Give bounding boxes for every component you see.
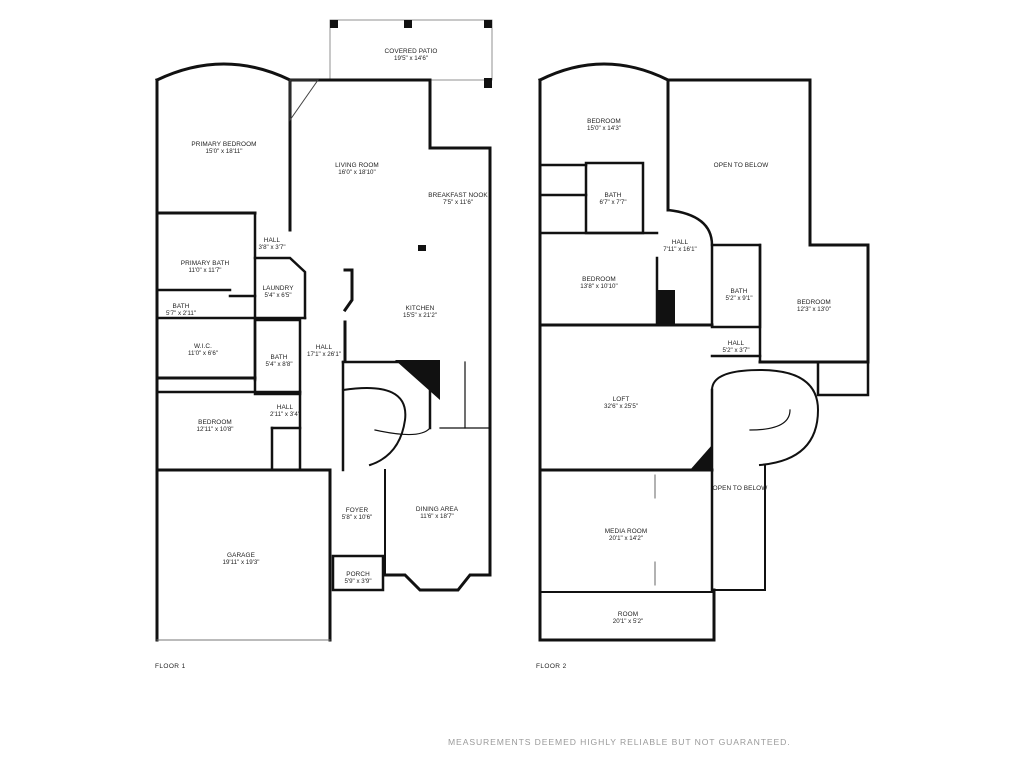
room-dims: 13'8" x 10'10": [580, 283, 618, 291]
room-name: COVERED PATIO: [384, 48, 438, 55]
room-name: KITCHEN: [405, 305, 435, 312]
room-bedroom: BEDROOM 12'11" x 10'8": [197, 419, 234, 433]
room-dims: 16'0" x 18'10": [338, 169, 376, 177]
room-dims: 11'0" x 11'7": [188, 267, 222, 275]
room-name: OPEN TO BELOW: [712, 485, 768, 492]
room-dims: 12'11" x 10'8": [196, 426, 234, 434]
room-name: FOYER: [345, 507, 369, 514]
room-porch: PORCH 5'9" x 3'9": [344, 571, 371, 585]
room-name: HALL: [263, 237, 281, 244]
room-bedroom-b: BEDROOM 13'8" x 10'10": [580, 276, 617, 290]
room-dims: 3'8" x 3'7": [258, 244, 286, 252]
room-name: GARAGE: [227, 552, 255, 559]
room-bath-a: BATH 6'7" x 7'7": [599, 192, 626, 206]
room-name: LIVING ROOM: [335, 162, 379, 169]
room-room: ROOM 20'1" x 5'2": [613, 611, 644, 625]
room-garage: GARAGE 19'11" x 19'3": [223, 552, 260, 566]
room-primary-bath: PRIMARY BATH 11'0" x 11'7": [181, 260, 229, 274]
room-foyer: FOYER 5'8" x 10'6": [342, 507, 373, 521]
room-hall-a: HALL 3'8" x 3'7": [258, 237, 285, 251]
room-living-room: LIVING ROOM 16'0" x 18'10": [335, 162, 379, 176]
room-kitchen: KITCHEN 15'5" x 21'2": [403, 305, 437, 319]
room-bedroom-c: BEDROOM 12'3" x 13'0": [797, 299, 831, 313]
room-dims: 5'9" x 3'9": [344, 578, 372, 586]
room-dims: 19'5" x 14'6": [394, 55, 428, 63]
room-dims: 7'5" x 11'6": [442, 199, 474, 207]
room-hall-b: HALL 2'11" x 3'4": [270, 404, 300, 418]
room-dims: 7'11" x 16'1": [663, 246, 697, 254]
room-dims: 5'2" x 9'1": [725, 295, 753, 303]
room-dims: 5'8" x 10'6": [341, 514, 373, 522]
room-dims: 5'4" x 8'8": [265, 361, 293, 369]
room-dims: 5'4" x 6'5": [264, 292, 292, 300]
room-dims: 5'2" x 3'7": [722, 347, 750, 355]
room-dims: 15'0" x 14'3": [587, 125, 621, 133]
room-dims: 5'7" x 2'11": [165, 310, 197, 318]
room-laundry: LAUNDRY 5'4" x 6'5": [262, 285, 293, 299]
room-hall-main: HALL 17'1" x 26'1": [307, 344, 341, 358]
room-dims: 6'7" x 7'7": [599, 199, 627, 207]
room-name: MEDIA ROOM: [604, 528, 648, 535]
room-dims: 20'1" x 5'2": [612, 618, 644, 626]
room-name: BEDROOM: [198, 419, 232, 426]
room-breakfast-nook: BREAKFAST NOOK 7'5" x 11'6": [428, 192, 488, 206]
room-wic: W.I.C. 11'0" x 6'6": [188, 343, 218, 357]
room-dims: 17'1" x 26'1": [307, 351, 341, 359]
room-bath-mid: BATH 5'4" x 8'8": [265, 354, 292, 368]
room-name: BEDROOM: [587, 118, 621, 125]
room-dims: 15'5" x 21'2": [403, 312, 437, 320]
room-name: PRIMARY BATH: [180, 260, 230, 267]
room-name: OPEN TO BELOW: [713, 162, 769, 169]
floor-2-title: FLOOR 2: [536, 663, 567, 670]
room-name: DINING AREA: [415, 506, 459, 513]
room-dims: 20'1" x 14'2": [609, 535, 643, 543]
room-name: BATH: [730, 288, 748, 295]
room-name: LOFT: [612, 396, 630, 403]
room-name: W.I.C.: [193, 343, 212, 350]
room-name: BATH: [172, 303, 190, 310]
room-dims: 12'3" x 13'0": [797, 306, 831, 314]
room-hall-b-upper: HALL 5'2" x 3'7": [722, 340, 749, 354]
room-dining-area: DINING AREA 11'6" x 18'7": [416, 506, 458, 520]
room-name: HALL: [671, 239, 689, 246]
room-open-to-below-b: OPEN TO BELOW: [713, 485, 768, 492]
room-name: BEDROOM: [582, 276, 616, 283]
room-dims: 19'11" x 19'3": [222, 559, 260, 567]
room-dims: 11'6" x 18'7": [420, 513, 454, 521]
room-dims: 32'6" x 25'5": [604, 403, 638, 411]
room-primary-bedroom: PRIMARY BEDROOM 15'0" x 18'11": [191, 141, 256, 155]
room-open-to-below-a: OPEN TO BELOW: [714, 162, 769, 169]
room-name: HALL: [315, 344, 333, 351]
room-name: LAUNDRY: [262, 285, 294, 292]
disclaimer: MEASUREMENTS DEEMED HIGHLY RELIABLE BUT …: [448, 737, 791, 747]
room-dims: 11'0" x 6'6": [187, 350, 219, 358]
floor-2-walls: [537, 62, 870, 642]
room-name: ROOM: [617, 611, 639, 618]
room-covered-patio: COVERED PATIO 19'5" x 14'6": [385, 48, 438, 62]
floor-1-title: FLOOR 1: [155, 663, 186, 670]
room-name: BATH: [270, 354, 288, 361]
room-hall-a-upper: HALL 7'11" x 16'1": [663, 239, 696, 253]
room-dims: 2'11" x 3'4": [269, 411, 301, 419]
room-name: PRIMARY BEDROOM: [191, 141, 257, 148]
room-name: PORCH: [346, 571, 370, 578]
room-bath-small: BATH 5'7" x 2'11": [166, 303, 196, 317]
room-media-room: MEDIA ROOM 20'1" x 14'2": [605, 528, 648, 542]
room-name: BREAKFAST NOOK: [428, 192, 488, 199]
room-bedroom-a: BEDROOM 15'0" x 14'3": [587, 118, 621, 132]
room-name: HALL: [727, 340, 745, 347]
room-name: HALL: [276, 404, 294, 411]
room-bath-b: BATH 5'2" x 9'1": [725, 288, 752, 302]
room-name: BEDROOM: [797, 299, 831, 306]
room-loft: LOFT 32'6" x 25'5": [604, 396, 638, 410]
floor-1-walls: [155, 19, 493, 642]
room-name: BATH: [604, 192, 622, 199]
room-dims: 15'0" x 18'11": [205, 148, 243, 156]
